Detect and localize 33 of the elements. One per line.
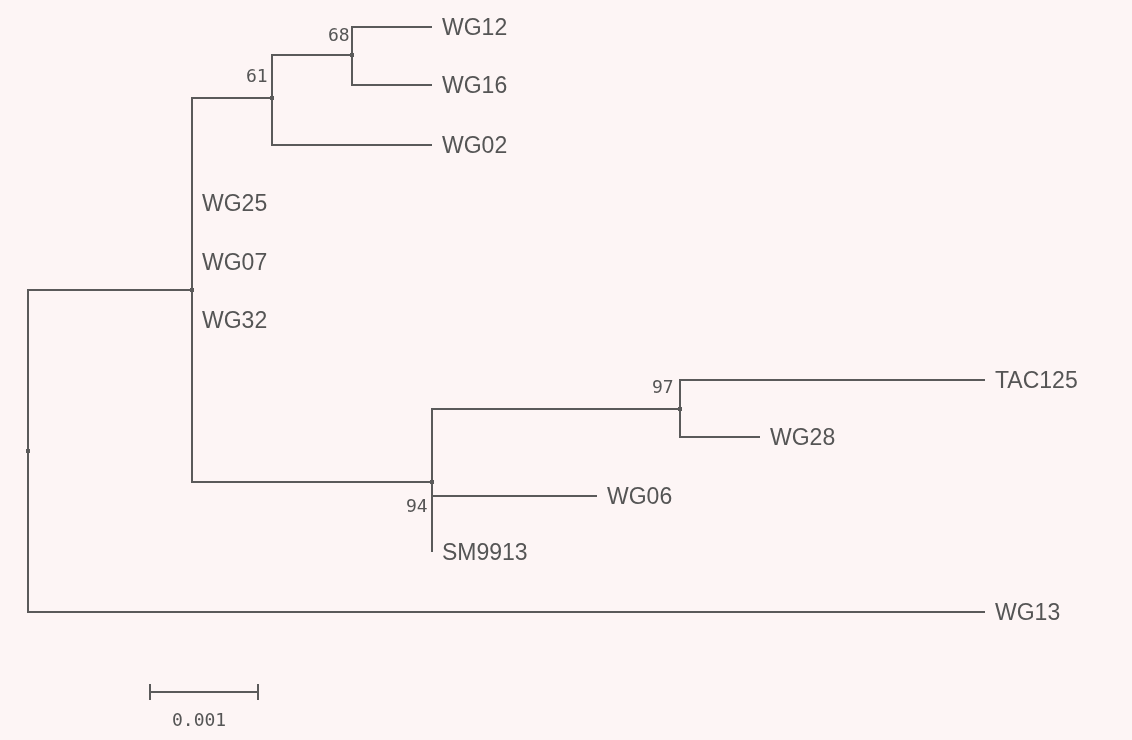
tree-branch: [191, 261, 193, 291]
taxon-label: TAC125: [985, 366, 1078, 394]
tree-branch: [679, 379, 986, 410]
tree-branch: [271, 54, 353, 99]
scale-label: 0.001: [172, 710, 227, 730]
branch-point: [190, 288, 194, 292]
branch-point: [430, 480, 434, 484]
taxon-label: WG13: [985, 598, 1061, 626]
bootstrap-value: 97: [652, 377, 674, 397]
tree-branch: [679, 408, 761, 438]
tree-branch: [351, 54, 433, 86]
taxon-label: WG02: [432, 131, 508, 159]
bootstrap-value: 61: [246, 66, 268, 86]
bootstrap-value: 94: [406, 496, 428, 516]
taxon-label: WG16: [432, 71, 508, 99]
bootstrap-value: 68: [328, 25, 350, 45]
branch-point: [270, 96, 274, 100]
tree-branch: [27, 289, 193, 452]
tree-branch: [351, 26, 433, 56]
taxon-label: WG32: [192, 306, 268, 334]
tree-branch: [27, 450, 986, 613]
tree-branch: [431, 408, 681, 483]
taxon-label: WG28: [760, 423, 836, 451]
branch-point: [26, 449, 30, 453]
taxon-label: SM9913: [432, 538, 528, 566]
taxon-label: WG07: [192, 248, 268, 276]
branch-point: [678, 407, 682, 411]
branch-point: [350, 53, 354, 57]
taxon-label: WG06: [597, 482, 673, 510]
tree-branch: [271, 97, 433, 146]
taxon-label: WG12: [432, 13, 508, 41]
taxon-label: WG25: [192, 189, 268, 217]
tree-branch: [431, 481, 433, 553]
